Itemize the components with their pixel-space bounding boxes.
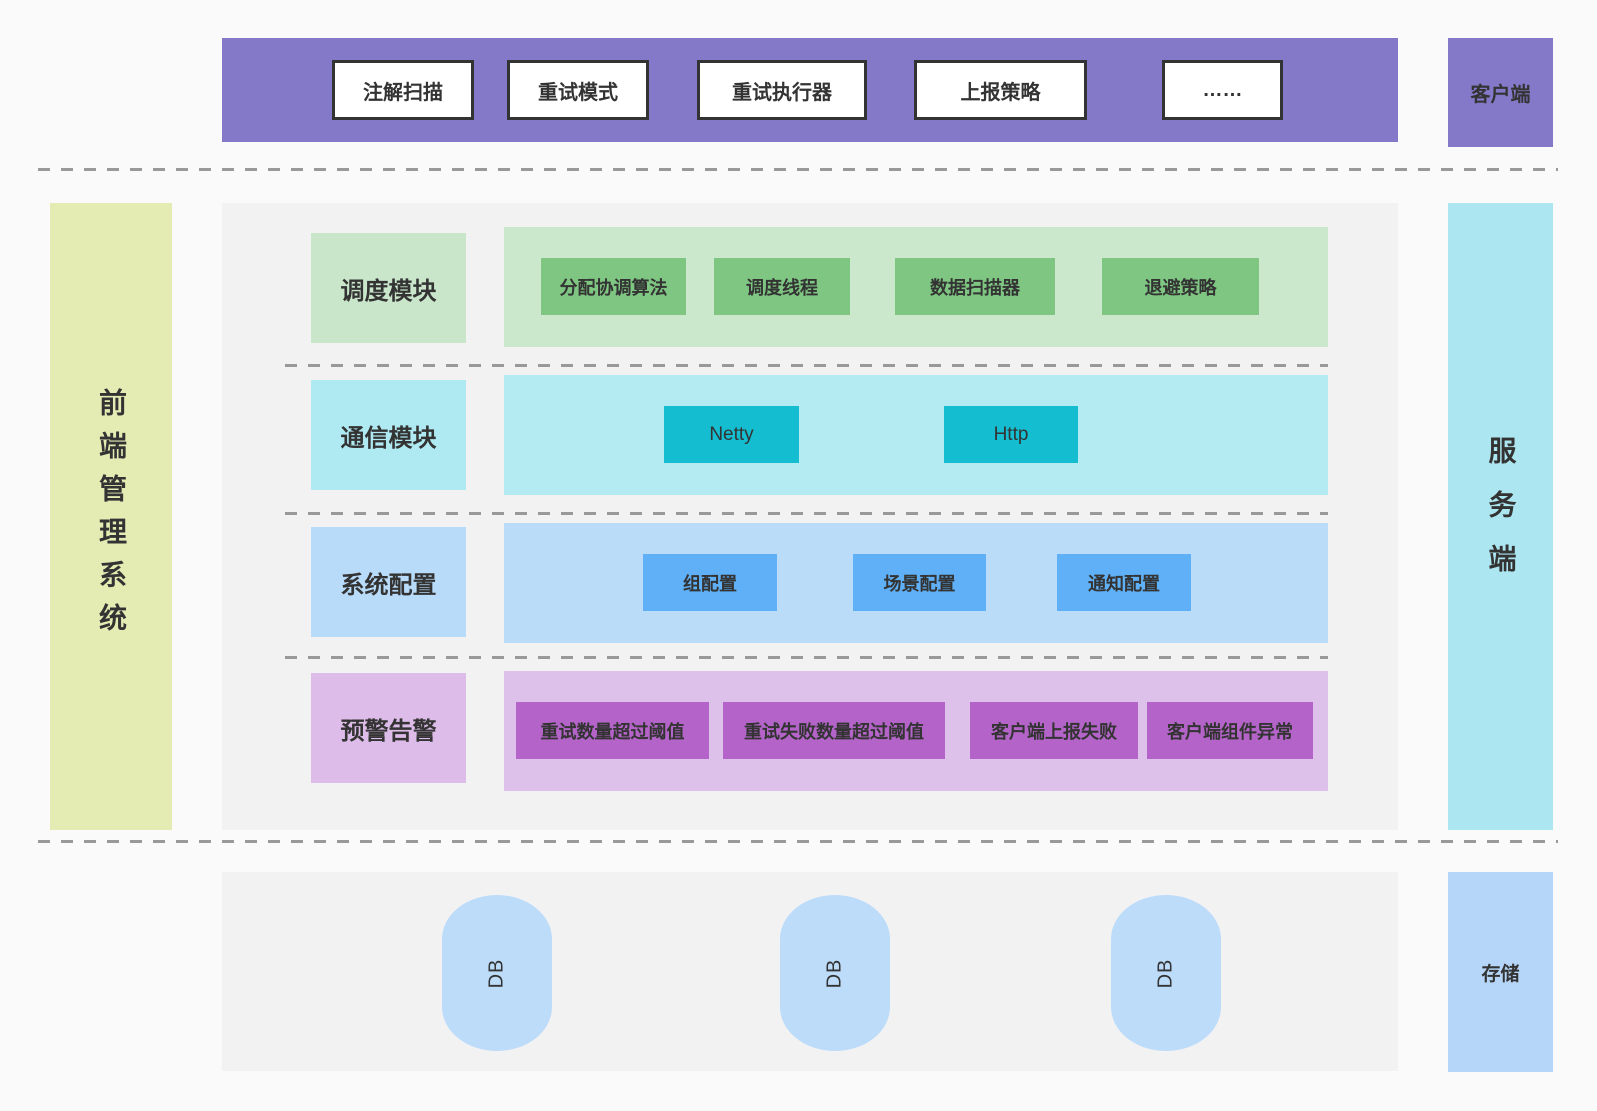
config-row-label-box: 系统配置 xyxy=(311,527,466,637)
alert-row-label-box: 预警告警 xyxy=(311,673,466,783)
communication-row-label: 通信模块 xyxy=(340,424,437,452)
node-retry-mode: 重试模式 xyxy=(507,60,649,120)
node-notify-config: 通知配置 xyxy=(1057,554,1191,611)
communication-row: Netty Http xyxy=(504,375,1328,495)
node-ellipsis: …… xyxy=(1162,60,1283,120)
node-client-report-fail: 客户端上报失败 xyxy=(970,702,1138,759)
db-label: DB xyxy=(1154,958,1177,988)
node-label: Http xyxy=(993,423,1029,445)
scheduler-row: 分配协调算法 调度线程 数据扫描器 退避策略 xyxy=(504,227,1328,347)
node-scene-config: 场景配置 xyxy=(853,554,986,611)
client-layer-bar: 注解扫描 重试模式 重试执行器 上报策略 …… xyxy=(222,38,1398,142)
server-side-label: 服务端 xyxy=(1485,435,1517,598)
node-retry-executor: 重试执行器 xyxy=(697,60,867,120)
alert-row-label: 预警告警 xyxy=(340,717,437,745)
node-label: 上报策略 xyxy=(960,81,1041,104)
node-label: 调度线程 xyxy=(746,277,818,298)
communication-row-label-box: 通信模块 xyxy=(311,380,466,490)
client-side-label: 客户端 xyxy=(1470,84,1531,106)
db-cylinder: DB xyxy=(1111,895,1221,1051)
node-label: 组配置 xyxy=(683,573,737,594)
server-side-bar: 服务端 xyxy=(1448,203,1553,830)
node-client-component-error: 客户端组件异常 xyxy=(1147,702,1313,759)
node-label: 场景配置 xyxy=(883,573,956,594)
row-separator xyxy=(285,364,1328,367)
row-separator xyxy=(285,656,1328,659)
node-label: 客户端组件异常 xyxy=(1167,721,1293,742)
frontend-management-bar: 前端管理系统 xyxy=(50,203,172,830)
frontend-management-label: 前端管理系统 xyxy=(96,387,127,646)
node-label: Netty xyxy=(709,423,754,445)
db-label: DB xyxy=(485,958,508,988)
storage-label-box: 存储 xyxy=(1448,872,1553,1072)
node-data-scanner: 数据扫描器 xyxy=(895,258,1055,315)
node-label: 重试数量超过阈值 xyxy=(540,721,685,742)
row-separator xyxy=(285,512,1328,515)
node-label: 客户端上报失败 xyxy=(991,721,1117,742)
client-side-label-box: 客户端 xyxy=(1448,38,1553,147)
config-row-label: 系统配置 xyxy=(340,571,437,599)
db-cylinder: DB xyxy=(442,895,552,1051)
layer-separator-bottom xyxy=(38,840,1558,843)
node-label: 分配协调算法 xyxy=(559,277,668,298)
node-report-strategy: 上报策略 xyxy=(914,60,1087,120)
node-label: 通知配置 xyxy=(1088,573,1160,594)
db-label: DB xyxy=(823,958,846,988)
node-label: 重试模式 xyxy=(538,81,618,104)
config-row: 组配置 场景配置 通知配置 xyxy=(504,523,1328,643)
node-retry-fail-threshold: 重试失败数量超过阈值 xyxy=(723,702,945,759)
node-annotation-scan: 注解扫描 xyxy=(332,60,474,120)
node-scheduler-thread: 调度线程 xyxy=(714,258,850,315)
node-label: 退避策略 xyxy=(1144,277,1217,298)
scheduler-row-label: 调度模块 xyxy=(340,277,437,305)
node-label: 注解扫描 xyxy=(363,81,443,104)
node-label: 数据扫描器 xyxy=(930,277,1020,298)
node-retry-count-threshold: 重试数量超过阈值 xyxy=(516,702,709,759)
node-label: 重试失败数量超过阈值 xyxy=(744,721,924,742)
layer-separator-top xyxy=(38,168,1558,171)
node-group-config: 组配置 xyxy=(643,554,777,611)
node-backoff-strategy: 退避策略 xyxy=(1102,258,1259,315)
alert-row: 重试数量超过阈值 重试失败数量超过阈值 客户端上报失败 客户端组件异常 xyxy=(504,671,1328,791)
storage-panel: DB DB DB xyxy=(222,872,1398,1071)
node-label: …… xyxy=(1202,78,1243,101)
scheduler-row-label-box: 调度模块 xyxy=(311,233,466,343)
db-cylinder: DB xyxy=(780,895,890,1051)
node-allocation-algorithm: 分配协调算法 xyxy=(541,258,686,315)
storage-label: 存储 xyxy=(1481,963,1520,985)
node-http: Http xyxy=(944,406,1078,463)
server-panel: 分配协调算法 调度线程 数据扫描器 退避策略 调度模块 Netty Http 通… xyxy=(222,203,1398,830)
node-label: 重试执行器 xyxy=(732,81,832,104)
node-netty: Netty xyxy=(664,406,799,463)
